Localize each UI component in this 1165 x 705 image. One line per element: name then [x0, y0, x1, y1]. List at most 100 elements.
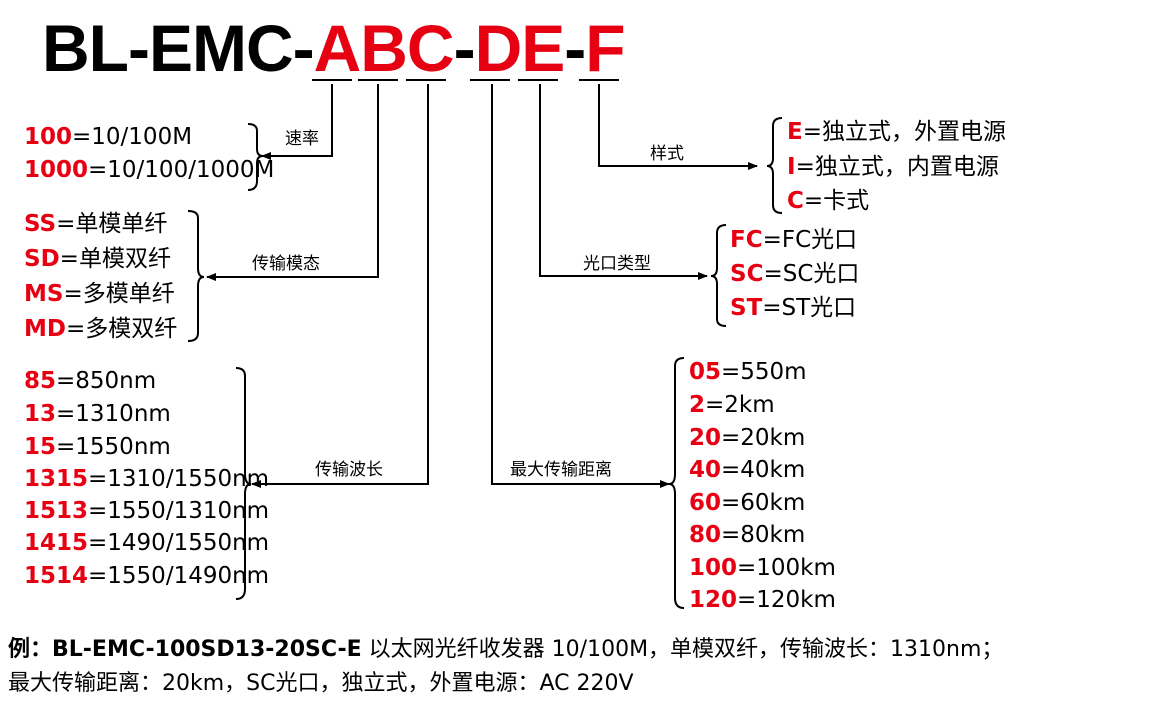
option-wavelength: 1415=1490/1550nm	[24, 528, 269, 558]
option-code: SC	[730, 261, 764, 287]
option-desc: =100km	[737, 555, 836, 581]
option-mode: MS=多模单纤	[24, 279, 175, 309]
option-desc: =550m	[721, 359, 807, 385]
brace-distance	[668, 357, 685, 609]
option-wavelength: 1513=1550/1310nm	[24, 496, 269, 526]
option-wavelength: 13=1310nm	[24, 399, 171, 429]
brace-mode	[187, 210, 205, 342]
option-speed: 1000=10/100/1000M	[24, 155, 274, 185]
option-code: 1000	[24, 157, 89, 183]
option-distance: 80=80km	[689, 520, 805, 550]
connector-style	[598, 84, 758, 170]
option-code: 1315	[24, 466, 89, 492]
option-distance: 60=60km	[689, 488, 805, 518]
option-desc: =多模双纤	[65, 316, 178, 342]
label-port: 光口类型	[583, 254, 651, 274]
option-code: MD	[24, 316, 66, 342]
option-desc: =40km	[721, 457, 806, 483]
example-description: 以太网光纤收发器 10/100M，单模双纤，传输波长：1310nm；	[361, 637, 1004, 662]
option-code: E	[787, 119, 803, 145]
option-desc: =1550nm	[56, 434, 171, 460]
title-prefix: BL-EMC-	[42, 11, 315, 85]
option-desc: =10/100/1000M	[88, 157, 275, 183]
option-desc: =120km	[737, 587, 836, 613]
label-speed: 速率	[285, 129, 319, 149]
example-line-1: 例：BL-EMC-100SD13-20SC-E 以太网光纤收发器 10/100M…	[8, 635, 1003, 665]
connector-speed	[261, 84, 333, 160]
label-wavelength: 传输波长	[315, 460, 383, 480]
option-desc: =SC光口	[763, 261, 860, 287]
title-segment-abc: ABC	[313, 11, 455, 85]
connector-mode	[206, 84, 379, 281]
option-desc: =60km	[721, 490, 806, 516]
option-desc: =80km	[721, 522, 806, 548]
option-desc: =FC光口	[762, 227, 858, 253]
option-wavelength: 1514=1550/1490nm	[24, 561, 269, 591]
option-code: 100	[24, 124, 73, 150]
option-code: 120	[689, 587, 738, 613]
connector-wavelength	[251, 84, 429, 488]
option-mode: SS=单模单纤	[24, 209, 167, 239]
option-desc: =独立式，外置电源	[802, 119, 1006, 145]
option-desc: =单模单纤	[56, 211, 168, 237]
option-wavelength: 1315=1310/1550nm	[24, 464, 269, 494]
title-dash-1: -	[453, 11, 476, 85]
option-code: 60	[689, 490, 722, 516]
option-desc: =1490/1550nm	[88, 530, 270, 556]
option-code: 2	[689, 392, 706, 418]
title-segment-f: F	[585, 11, 625, 85]
example-model: BL-EMC-100SD13-20SC-E	[52, 637, 362, 662]
brace-wavelength	[235, 367, 252, 600]
brace-port	[710, 224, 727, 327]
brace-style	[766, 117, 783, 214]
option-code: FC	[730, 227, 763, 253]
option-port: ST=ST光口	[730, 293, 856, 323]
example-prefix: 例：	[8, 637, 53, 662]
option-code: SD	[24, 246, 60, 272]
option-port: SC=SC光口	[730, 259, 859, 289]
option-code: 13	[24, 401, 57, 427]
option-wavelength: 85=850nm	[24, 366, 156, 396]
option-desc: =单模双纤	[59, 246, 171, 272]
option-code: 15	[24, 434, 57, 460]
label-distance: 最大传输距离	[510, 460, 612, 480]
option-style: C=卡式	[787, 186, 869, 216]
option-desc: =卡式	[803, 188, 870, 214]
option-code: 1514	[24, 563, 89, 589]
option-code: 05	[689, 359, 722, 385]
option-speed: 100=10/100M	[24, 122, 192, 152]
option-wavelength: 15=1550nm	[24, 432, 171, 462]
option-desc: =2km	[705, 392, 775, 418]
example-details: 最大传输距离：20km，SC光口，独立式，外置电源：AC 220V	[8, 671, 634, 696]
title-dash-2: -	[564, 11, 586, 85]
option-code: 1415	[24, 530, 89, 556]
option-code: ST	[730, 295, 763, 321]
option-code: MS	[24, 281, 64, 307]
option-desc: =多模单纤	[63, 281, 175, 307]
option-port: FC=FC光口	[730, 225, 857, 255]
option-desc: =1550/1310nm	[88, 498, 270, 524]
option-distance: 05=550m	[689, 357, 807, 387]
option-code: SS	[24, 211, 57, 237]
option-desc: =1310nm	[56, 401, 171, 427]
option-style: I=独立式，内置电源	[787, 152, 999, 182]
option-desc: =ST光口	[762, 295, 857, 321]
option-code: 1513	[24, 498, 89, 524]
label-mode: 传输模态	[252, 254, 320, 274]
option-code: 85	[24, 368, 57, 394]
label-style: 样式	[650, 144, 684, 164]
option-code: 20	[689, 425, 722, 451]
option-desc: =1310/1550nm	[88, 466, 270, 492]
option-distance: 100=100km	[689, 553, 836, 583]
connector-distance	[491, 84, 670, 488]
option-desc: =10/100M	[72, 124, 193, 150]
option-code: 40	[689, 457, 722, 483]
example-line-2: 最大传输距离：20km，SC光口，独立式，外置电源：AC 220V	[8, 669, 634, 699]
brace-speed	[247, 123, 264, 191]
option-desc: =1550/1490nm	[88, 563, 270, 589]
option-mode: MD=多模双纤	[24, 314, 177, 344]
option-code: 100	[689, 555, 738, 581]
option-distance: 20=20km	[689, 423, 805, 453]
